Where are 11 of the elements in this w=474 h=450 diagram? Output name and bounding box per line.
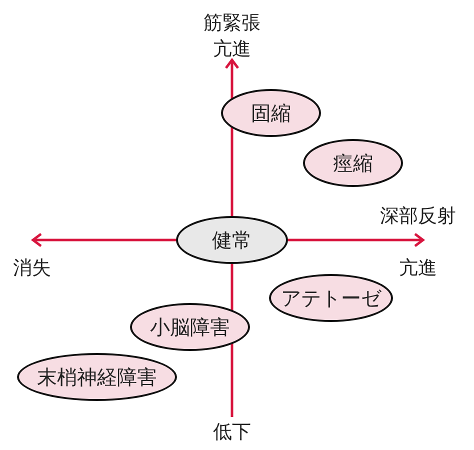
ellipse-node: 痙縮 xyxy=(303,139,403,187)
axis-label: 筋緊張亢進 xyxy=(202,11,262,62)
axis-label: 深部反射 xyxy=(379,204,457,229)
ellipse-node: 末梢神経障害 xyxy=(17,353,177,401)
ellipse-node: 固縮 xyxy=(221,89,321,137)
ellipse-node: アテトーゼ xyxy=(269,274,393,322)
ellipse-node: 健常 xyxy=(176,216,288,264)
axis-label: 消失 xyxy=(12,256,52,281)
axis-label: 低下 xyxy=(212,420,252,445)
axis-label: 亢進 xyxy=(398,256,438,281)
ellipse-node: 小脳障害 xyxy=(130,303,250,351)
